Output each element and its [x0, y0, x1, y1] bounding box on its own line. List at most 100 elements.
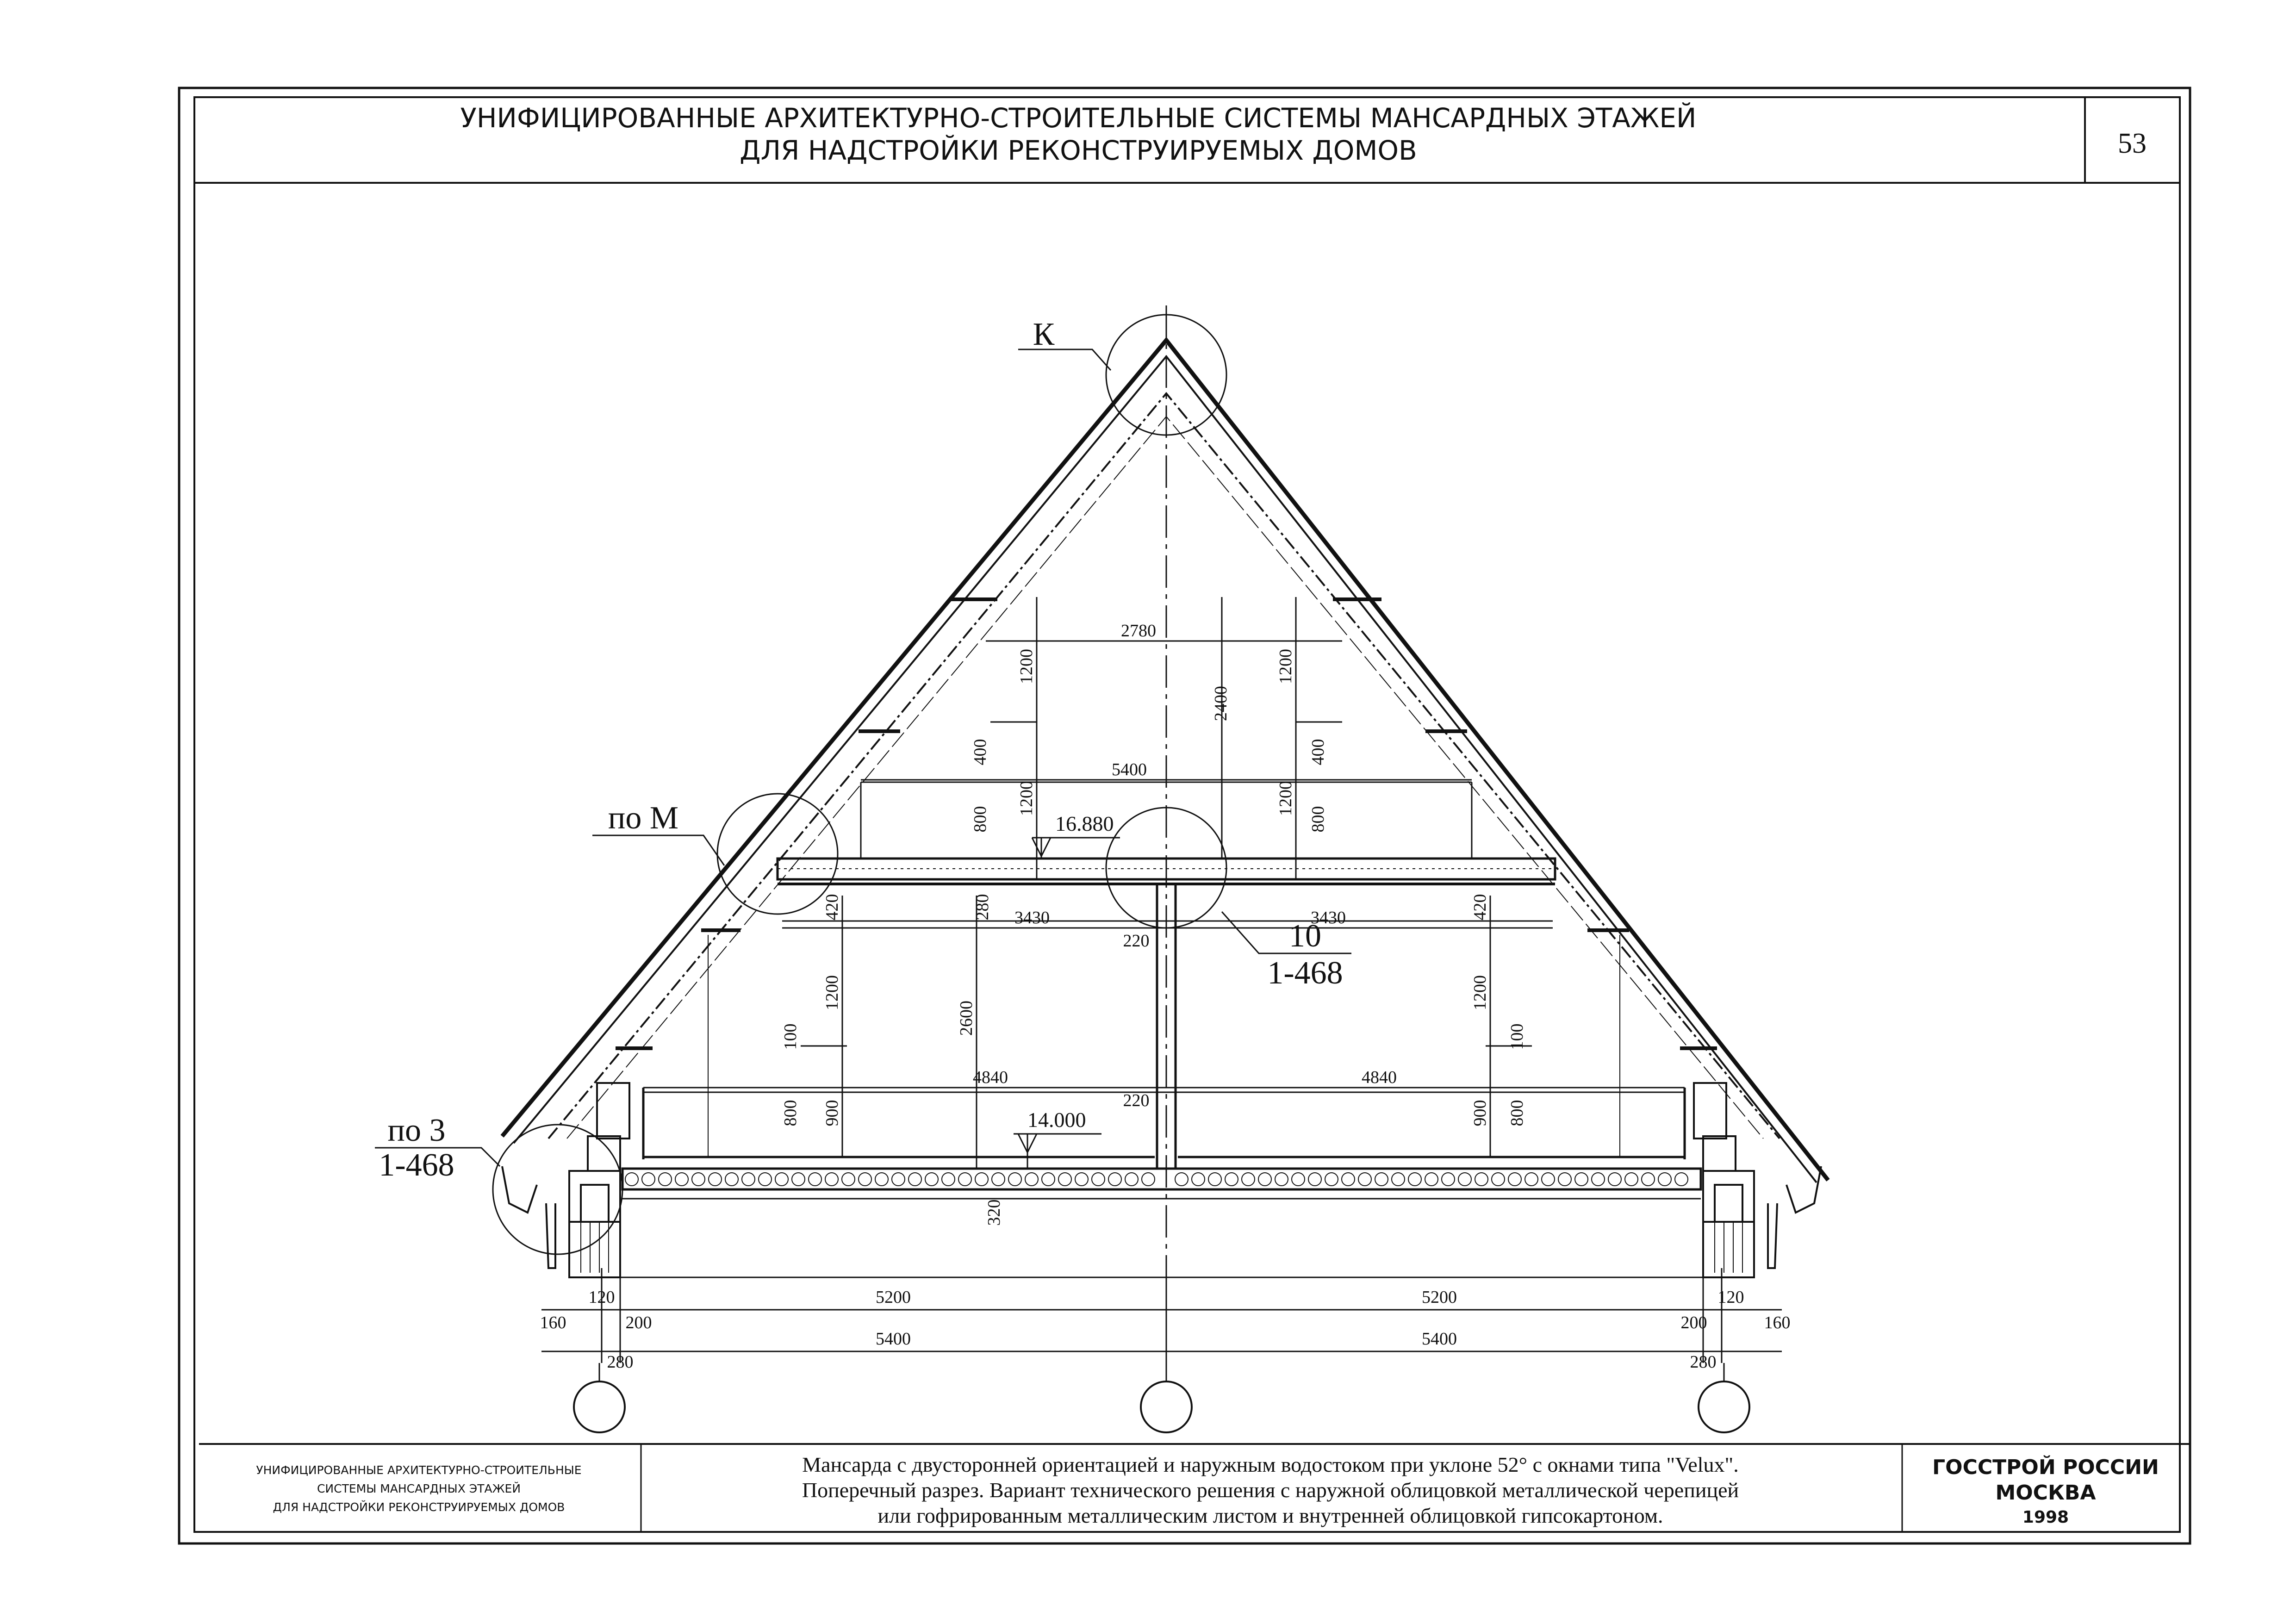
roof-inner-lining	[548, 392, 1780, 1139]
slab-hollow-core	[1441, 1172, 1455, 1186]
slab-hollow-core	[958, 1172, 972, 1186]
dimension-texts: 2780 5400 2400 1200 1200 400 400 1200 12…	[540, 621, 1791, 1372]
slab-hollow-core	[708, 1172, 722, 1186]
slab-hollow-core	[1108, 1172, 1122, 1186]
slab-hollow-core	[1091, 1172, 1105, 1186]
roof-outer-line-2	[513, 355, 1817, 1183]
slab-hollow-core	[691, 1172, 705, 1186]
slab-hollow-core	[1325, 1172, 1338, 1186]
dim-900-r: 900	[1470, 1100, 1490, 1126]
org-name: ГОССТРОЙ РОССИИ	[1932, 1455, 2159, 1479]
slab-hollow-core	[1624, 1172, 1638, 1186]
slab-hollow-core	[808, 1172, 822, 1186]
dim-900-l: 900	[822, 1100, 842, 1126]
caption-line1: Мансарда с двусторонней ориентацией и на…	[802, 1453, 1738, 1476]
slab-hollow-core	[1241, 1172, 1255, 1186]
series-line1: УНИФИЦИРОВАННЫЕ АРХИТЕКТУРНО-СТРОИТЕЛЬНЫ…	[256, 1463, 581, 1477]
dim-220-a: 220	[1123, 931, 1150, 951]
slab-hollow-core	[1175, 1172, 1188, 1186]
dim-100-l: 100	[781, 1024, 800, 1050]
slab-hollow-core	[1558, 1172, 1572, 1186]
slab-hollow-core	[1641, 1172, 1655, 1186]
slab-hollow-core	[1358, 1172, 1372, 1186]
slab-hollow-core	[675, 1172, 689, 1186]
axis-bubble-left	[573, 1381, 626, 1433]
slab-hollow-core	[1208, 1172, 1222, 1186]
slab-hollow-core	[1408, 1172, 1422, 1186]
level-base-text: 14.000	[1027, 1108, 1086, 1132]
roof-outer-line	[500, 336, 1830, 1182]
sheet-header: УНИФИЦИРОВАННЫЕ АРХИТЕКТУРНО-СТРОИТЕЛЬНЫ…	[460, 102, 2147, 166]
dim-1200-l3: 1200	[822, 975, 842, 1010]
slab-hollow-core	[1508, 1172, 1522, 1186]
caption-line3: или гофрированным металлическим листом и…	[878, 1504, 1663, 1527]
slab-hollow-core	[741, 1172, 755, 1186]
left-gutter	[501, 1166, 556, 1269]
callout-circle-left-node	[492, 1124, 623, 1255]
slab-hollow-core	[1225, 1172, 1238, 1186]
dim-5400-r: 5400	[1422, 1329, 1457, 1349]
right-exterior-wall	[1693, 1082, 1755, 1278]
page-number: 53	[2118, 128, 2147, 159]
dim-320: 320	[984, 1200, 1004, 1226]
central-column	[1156, 884, 1177, 1169]
header-title-line2: ДЛЯ НАДСТРОЙКИ РЕКОНСТРУИРУЕМЫХ ДОМОВ	[740, 134, 1417, 166]
slab-hollow-core	[758, 1172, 772, 1186]
slab-hollow-core	[1541, 1172, 1555, 1186]
detail-callouts	[375, 314, 1351, 1255]
slab-hollow-core	[1275, 1172, 1288, 1186]
slab-hollow-core	[1191, 1172, 1205, 1186]
slab-hollow-core	[658, 1172, 672, 1186]
level-marks	[1014, 837, 1120, 1169]
slab-hollow-core	[725, 1172, 739, 1186]
slab-hollow-core	[858, 1172, 872, 1186]
slab-hollow-core	[791, 1172, 805, 1186]
upper-attic-walls	[860, 781, 1473, 859]
dim-280-r: 280	[1690, 1352, 1717, 1372]
callout-label-left-bottom: 1-468	[379, 1147, 454, 1183]
dim-2780: 2780	[1121, 621, 1156, 641]
slab-hollow-core	[1391, 1172, 1405, 1186]
slab-hollow-core	[1475, 1172, 1488, 1186]
slab-hollow-core	[1524, 1172, 1538, 1186]
slab-hollow-core	[1308, 1172, 1322, 1186]
callout-label-eave: по М	[608, 800, 678, 836]
slab-hollow-core	[1591, 1172, 1605, 1186]
dim-800-l2: 800	[781, 1100, 800, 1126]
dim-280-l: 280	[607, 1352, 634, 1372]
roof-section	[500, 305, 1830, 1381]
org-city: МОСКВА	[1995, 1481, 2096, 1505]
org-year: 1998	[2022, 1508, 2069, 1527]
callout-label-ridge: К	[1033, 317, 1055, 352]
level-floor-text: 16.880	[1055, 812, 1114, 835]
dim-1200-r1: 1200	[1276, 649, 1295, 684]
slab-hollow-core	[908, 1172, 922, 1186]
axis-bubble-right	[1698, 1381, 1750, 1433]
callout-label-center-top: 10	[1289, 918, 1321, 954]
dim-280-c: 280	[973, 894, 992, 921]
header-title-line1: УНИФИЦИРОВАННЫЕ АРХИТЕКТУРНО-СТРОИТЕЛЬНЫ…	[460, 102, 1697, 134]
slab-hollow-core	[1258, 1172, 1272, 1186]
axis-bubble-center	[1140, 1381, 1193, 1433]
callout-circle-eave	[716, 793, 839, 915]
dim-420-l: 420	[822, 894, 842, 921]
slab-hollow-core	[1125, 1172, 1139, 1186]
right-gutter	[1767, 1166, 1822, 1269]
slab-hollow-core	[1574, 1172, 1588, 1186]
slab-hollow-core	[1075, 1172, 1089, 1186]
dim-200-r: 200	[1681, 1313, 1707, 1332]
slab-hollow-core	[991, 1172, 1005, 1186]
dim-420-r: 420	[1470, 894, 1490, 921]
slab-hollow-core	[1608, 1172, 1622, 1186]
slab-hollow-core	[1141, 1172, 1155, 1186]
dim-4840-r: 4840	[1362, 1068, 1397, 1087]
slab-hollow-core	[1058, 1172, 1072, 1186]
grid-axis-bubbles	[573, 1363, 1750, 1433]
dim-1200-r3: 1200	[1470, 975, 1490, 1010]
dim-3430-l: 3430	[1014, 908, 1050, 927]
slab-hollow-core	[1008, 1172, 1022, 1186]
slab-hollow-core	[641, 1172, 655, 1186]
dim-5200-r: 5200	[1422, 1288, 1457, 1307]
slab-hollow-core	[1491, 1172, 1505, 1186]
